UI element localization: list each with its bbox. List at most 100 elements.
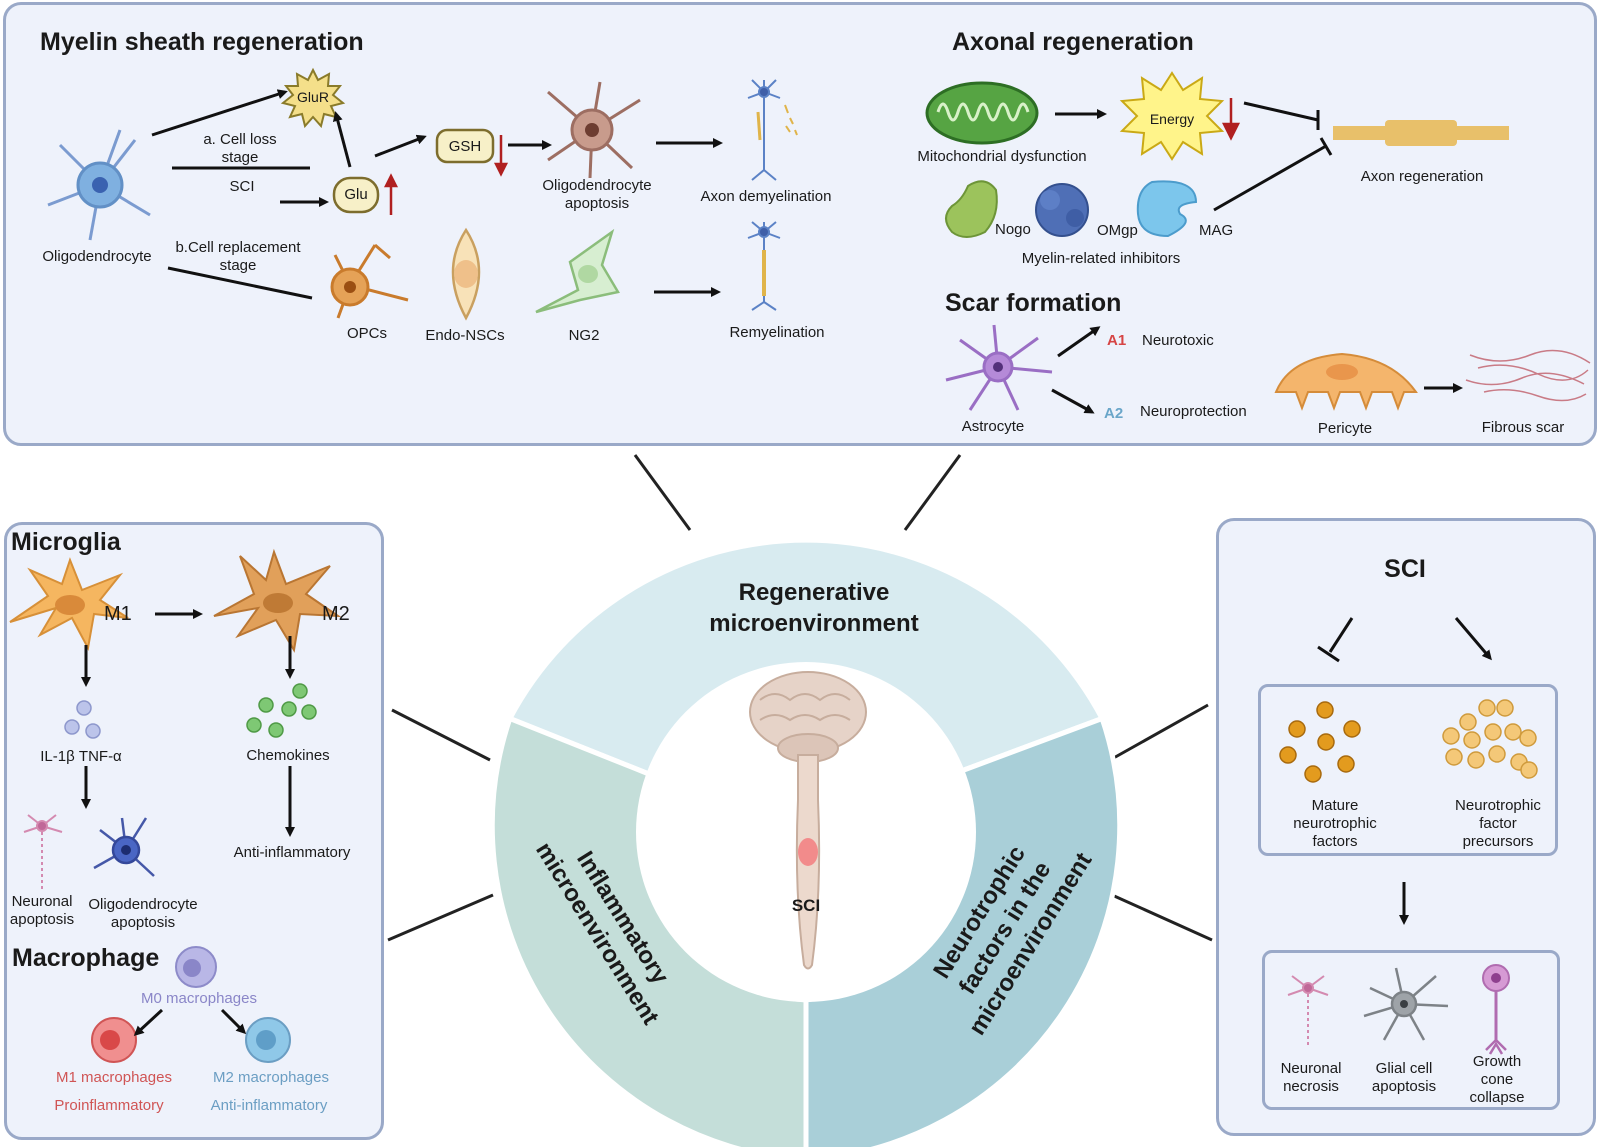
cytokines-label: IL-1β TNF-α: [40, 748, 122, 765]
myelin-title: Myelin sheath regeneration: [40, 28, 364, 56]
glial-label-1: Glial cell: [1375, 1060, 1433, 1077]
microglia-title: Microglia: [11, 528, 121, 556]
glur-receptor-icon: [280, 67, 346, 129]
neuronal-apoptosis-icon: [23, 814, 63, 890]
growth-label-3: collapse: [1469, 1089, 1525, 1106]
oligodendrocyte-apoptosis-left-icon: [93, 817, 155, 877]
oligo-apoptosis-label-1: Oligodendrocyte: [542, 177, 652, 194]
pericyte-label: Pericyte: [1317, 420, 1373, 437]
fibrous-scar-icon: [1465, 349, 1591, 402]
m0-label: M0 macrophages: [141, 990, 257, 1007]
remyelinated-neuron-icon: [747, 221, 781, 311]
growth-label-2: cone: [1480, 1071, 1514, 1088]
chemokines-label: Chemokines: [246, 747, 330, 764]
astrocyte-icon: [945, 324, 1053, 411]
mature-label-1: Mature: [1311, 797, 1359, 814]
remyelination-label: Remyelination: [729, 324, 825, 341]
a2-label: A2: [1104, 405, 1124, 422]
m1-label: M1: [104, 603, 132, 625]
neurotoxic-label: Neurotoxic: [1142, 332, 1214, 349]
growth-cone-collapse-icon: [1482, 964, 1510, 1055]
energy-burst-icon: [1119, 71, 1225, 161]
center-sci-label: SCI: [791, 896, 821, 915]
mag-label: MAG: [1199, 222, 1234, 239]
precursors-label-3: precursors: [1462, 833, 1534, 850]
fibrous-scar-label: Fibrous scar: [1481, 419, 1565, 436]
oligodendrocyte-label: Oligodendrocyte: [42, 248, 152, 265]
sci-label-top: SCI: [229, 178, 255, 195]
neuronal-apoptosis-label-2: apoptosis: [9, 911, 75, 928]
gsh-label: GSH: [448, 138, 482, 155]
m2-macrophage-icon: [245, 1017, 291, 1063]
axon-bar-icon: [1333, 120, 1509, 146]
demyelinated-neuron-icon: [747, 79, 798, 181]
ng2-label: NG2: [568, 327, 600, 344]
oligo-apoptosis-left-label-2: apoptosis: [110, 914, 176, 931]
anti-inflammatory-mac-label: Anti-inflammatory: [210, 1097, 328, 1114]
cytokine-dots-icon: [64, 700, 101, 739]
precursor-dots-icon: [1442, 699, 1538, 779]
microglia-m2-icon: [213, 548, 342, 653]
connector-lines: [387, 454, 1213, 942]
pericyte-icon: [1274, 352, 1418, 411]
axon-regeneration-label: Axon regeneration: [1360, 168, 1484, 185]
m2-label: M2: [322, 603, 350, 625]
mito-label: Mitochondrial dysfunction: [917, 148, 1087, 165]
glu-pill: [332, 176, 380, 214]
oligodendrocyte-apoptosis-icon: [547, 81, 641, 179]
right-arrows: [1317, 617, 1492, 925]
necrosis-label-1: Neuronal: [1280, 1060, 1342, 1077]
injury-site: [798, 838, 818, 866]
m1-macrophage-icon: [91, 1017, 137, 1063]
sci-outcomes-box: [1262, 950, 1560, 1110]
left-arrows: [81, 609, 295, 1037]
cell-replacement-label-2: stage: [219, 257, 257, 274]
endo-nscs-label: Endo-NSCs: [425, 327, 505, 344]
regenerative-label-2: microenvironment: [709, 610, 919, 637]
neuronal-necrosis-icon: [1287, 975, 1329, 1048]
necrosis-label-2: necrosis: [1283, 1078, 1339, 1095]
anti-inflammatory-label: Anti-inflammatory: [233, 844, 351, 861]
cell-loss-label-2: stage: [221, 149, 259, 166]
m1-macrophages-label: M1 macrophages: [56, 1069, 172, 1086]
microglia-m1-icon: [9, 557, 129, 652]
oligodendrocyte-icon: [47, 129, 151, 241]
mature-label-3: factors: [1312, 833, 1358, 850]
energy-label: Energy: [1149, 111, 1195, 127]
omgp-icon: [1035, 183, 1089, 237]
glu-label: Glu: [344, 186, 368, 203]
cell-replacement-label-1: b.Cell replacement: [175, 239, 301, 256]
neuroprotection-label: Neuroprotection: [1140, 403, 1247, 420]
endo-nsc-cell-icon: [451, 227, 481, 321]
mature-label-2: neurotrophic: [1293, 815, 1377, 832]
a1-label: A1: [1107, 332, 1127, 349]
brain-spinal-cord-illustration: [749, 671, 867, 970]
nogo-icon: [945, 180, 998, 238]
myelin-inhibitors-label: Myelin-related inhibitors: [1021, 250, 1181, 267]
macrophage-title: Macrophage: [12, 944, 160, 972]
growth-label-1: Growth: [1472, 1053, 1522, 1070]
scar-title: Scar formation: [945, 289, 1122, 317]
omgp-label: OMgp: [1097, 222, 1138, 239]
oligo-apoptosis-label-2: apoptosis: [564, 195, 630, 212]
cell-loss-label-1: a. Cell loss: [203, 131, 277, 148]
m0-macrophage-icon: [175, 946, 217, 988]
glial-label-2: apoptosis: [1371, 1078, 1437, 1095]
mature-factor-dots-icon: [1279, 701, 1361, 783]
glur-label: GluR: [297, 89, 329, 105]
chemokine-dots-icon: [246, 683, 317, 738]
opcs-label: OPCs: [346, 325, 388, 342]
red-arrows: [383, 98, 1241, 215]
precursors-label-1: Neurotrophic: [1455, 797, 1541, 814]
glial-cell-apoptosis-icon: [1363, 967, 1449, 1041]
neuronal-apoptosis-label-1: Neuronal: [11, 893, 73, 910]
axonal-title: Axonal regeneration: [952, 28, 1194, 56]
nogo-label: Nogo: [995, 221, 1031, 238]
m2-macrophages-label: M2 macrophages: [213, 1069, 329, 1086]
mitochondrion-icon: [925, 81, 1039, 145]
neurotrophic-sci-title: SCI: [1384, 555, 1426, 583]
gsh-pill: [435, 128, 495, 164]
top-arrows: [151, 89, 1463, 414]
precursors-label-2: factor: [1479, 815, 1517, 832]
